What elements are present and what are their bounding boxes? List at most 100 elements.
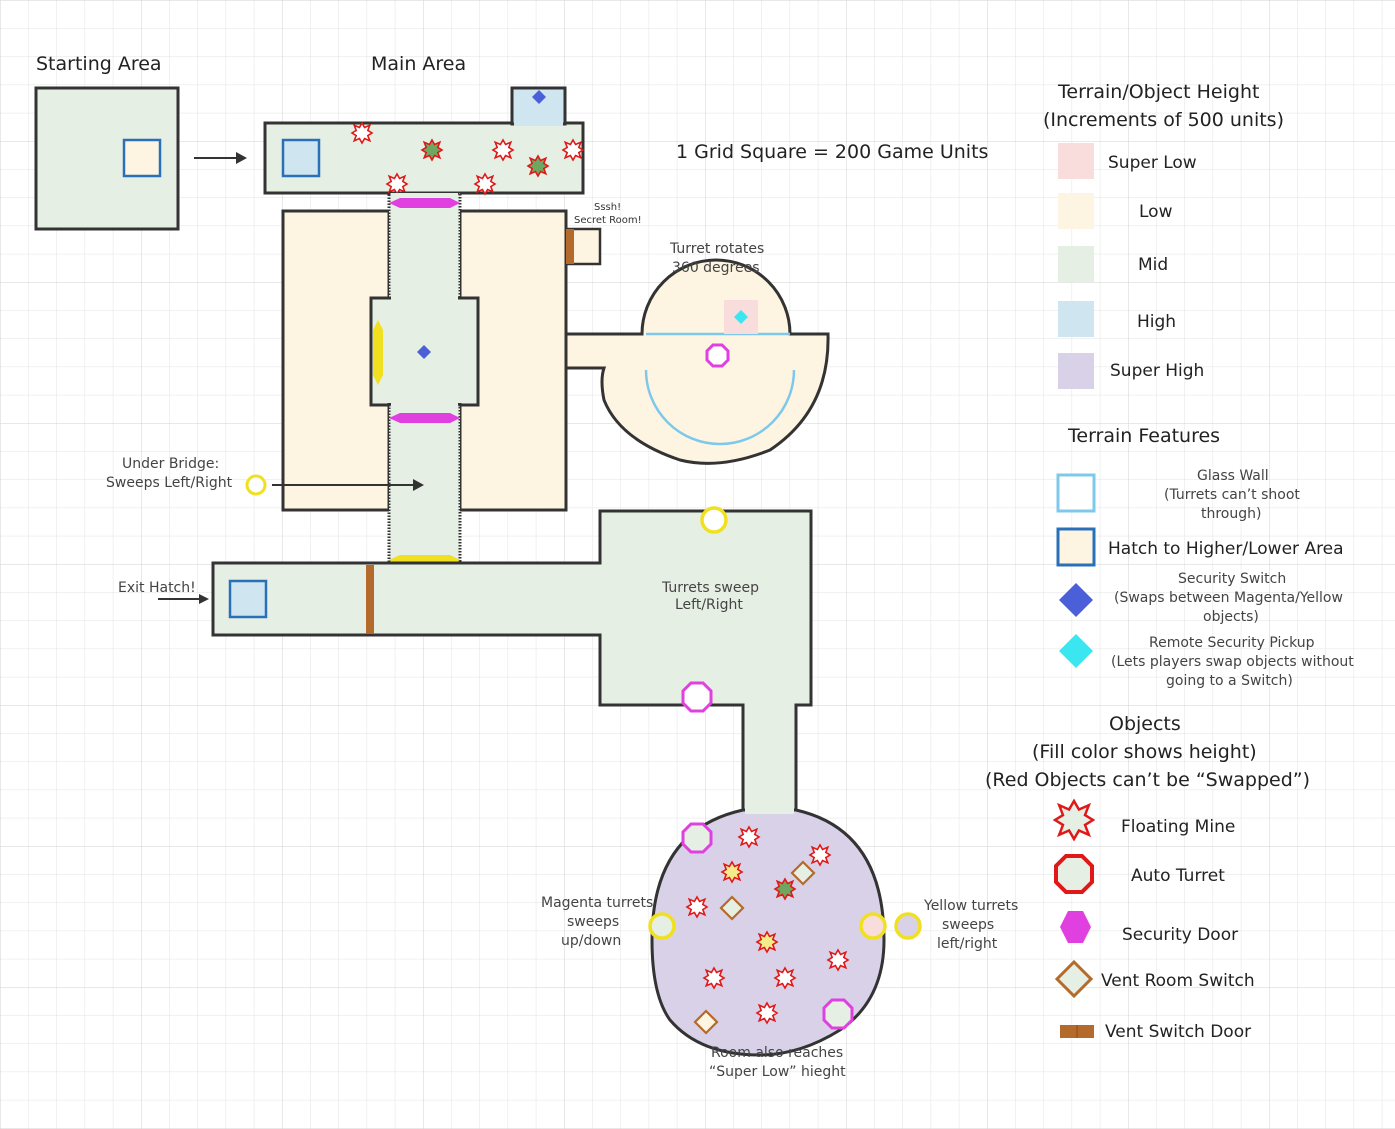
legend-swatch-super-low bbox=[1058, 143, 1094, 179]
vent-turret-magenta-2[interactable] bbox=[822, 998, 854, 1030]
legend-features-title: Terrain Features bbox=[1067, 425, 1220, 447]
yellow-turrets-note-3: left/right bbox=[937, 936, 998, 952]
security-door-yellow-side[interactable] bbox=[373, 320, 383, 385]
vent-mine-3 bbox=[721, 861, 743, 883]
legend: Terrain/Object Height (Increments of 500… bbox=[985, 81, 1354, 1042]
vent-door-exit[interactable] bbox=[366, 565, 374, 634]
legend-label-high: High bbox=[1137, 312, 1176, 332]
exit-hatch[interactable] bbox=[228, 579, 268, 619]
secret-room-note-2: Secret Room! bbox=[574, 215, 642, 226]
starting-hatch[interactable] bbox=[122, 138, 162, 178]
starting-area-title: Starting Area bbox=[36, 53, 162, 75]
legend-security-switch-icon bbox=[1059, 583, 1093, 617]
glass-wall-arc bbox=[644, 332, 796, 446]
under-bridge-arrow-head bbox=[413, 479, 424, 491]
vent-room-entrance bbox=[745, 800, 794, 814]
legend-remote-pickup-icon bbox=[1059, 634, 1093, 668]
legend-swatch-super-high bbox=[1058, 353, 1094, 389]
legend-glass-wall-3: through) bbox=[1201, 506, 1261, 522]
vent-switch-1[interactable] bbox=[790, 860, 816, 886]
magenta-turrets-note-1: Magenta turrets bbox=[541, 895, 653, 911]
magenta-turrets-note-2: sweeps bbox=[567, 914, 619, 930]
vent-mine-1 bbox=[738, 826, 760, 848]
legend-floating-mine-label: Floating Mine bbox=[1121, 817, 1235, 837]
under-bridge-note-1: Under Bridge: bbox=[122, 456, 219, 472]
security-switch-top[interactable] bbox=[532, 90, 546, 104]
vent-turret-yellow-left[interactable] bbox=[648, 912, 676, 940]
room-reaches-note-1: Room also reaches bbox=[711, 1045, 843, 1061]
security-door-magenta-2[interactable] bbox=[389, 413, 460, 423]
vent-switch-3[interactable] bbox=[693, 1009, 719, 1035]
legend-vent-room-switch-label: Vent Room Switch bbox=[1101, 971, 1255, 991]
vent-mine-7 bbox=[827, 949, 849, 971]
legend-objects-title-2: (Fill color shows height) bbox=[1032, 741, 1257, 763]
turret-room bbox=[564, 258, 830, 465]
exit-hatch-note: Exit Hatch! bbox=[118, 580, 196, 596]
vent-switch-2[interactable] bbox=[719, 895, 745, 921]
scale-note: 1 Grid Square = 200 Game Units bbox=[676, 141, 988, 163]
mine-top-5 bbox=[562, 139, 584, 161]
security-door-magenta-1[interactable] bbox=[389, 198, 460, 208]
security-switch-center[interactable] bbox=[417, 345, 431, 359]
mine-top-2 bbox=[421, 139, 443, 161]
legend-label-super-low: Super Low bbox=[1108, 153, 1197, 173]
legend-label-super-high: Super High bbox=[1110, 361, 1204, 381]
vent-mine-2 bbox=[809, 844, 831, 866]
vent-mine-8 bbox=[703, 967, 725, 989]
turret-rotates-note-1: Turret rotates bbox=[669, 241, 764, 257]
yellow-turrets-note-1: Yellow turrets bbox=[923, 898, 1018, 914]
main-area-title: Main Area bbox=[371, 53, 466, 75]
legend-floating-mine-icon bbox=[1052, 798, 1096, 842]
legend-objects-title-3: (Red Objects can’t be “Swapped”) bbox=[985, 769, 1310, 791]
legend-label-mid: Mid bbox=[1138, 255, 1168, 275]
turret-magenta-east-room[interactable] bbox=[681, 681, 713, 713]
vent-mine-9 bbox=[774, 967, 796, 989]
room-reaches-note-2: “Super Low” hieght bbox=[709, 1064, 846, 1080]
legend-glass-wall-2: (Turrets can’t shoot bbox=[1164, 487, 1300, 503]
turret-under-bridge[interactable] bbox=[245, 474, 267, 496]
vent-door-secret[interactable] bbox=[566, 229, 574, 264]
legend-objects-title-1: Objects bbox=[1109, 713, 1181, 735]
remote-pickup[interactable] bbox=[734, 310, 748, 324]
mine-top-1 bbox=[351, 122, 373, 144]
legend-security-switch-1: Security Switch bbox=[1178, 571, 1286, 587]
legend-glass-wall-icon bbox=[1056, 473, 1096, 513]
secret-room-note-1: Sssh! bbox=[594, 202, 621, 213]
turret-yellow-east-room[interactable] bbox=[700, 506, 728, 534]
vent-turret-magenta-1[interactable] bbox=[681, 822, 713, 854]
legend-remote-pickup-2: (Lets players swap objects without bbox=[1111, 654, 1354, 670]
legend-remote-pickup-1: Remote Security Pickup bbox=[1149, 635, 1315, 651]
mine-top-7 bbox=[474, 173, 496, 195]
legend-security-door-icon bbox=[1060, 911, 1091, 943]
high-alcove-fill bbox=[514, 118, 563, 126]
legend-hatch-icon bbox=[1056, 527, 1096, 567]
legend-security-door-label: Security Door bbox=[1122, 925, 1238, 945]
legend-height-title-1: Terrain/Object Height bbox=[1057, 81, 1259, 103]
mine-top-4 bbox=[527, 155, 549, 177]
turret-rotates-note-2: 360 degrees bbox=[672, 260, 760, 276]
legend-auto-turret-label: Auto Turret bbox=[1131, 866, 1225, 886]
vent-mine-10 bbox=[756, 1002, 778, 1024]
vent-turret-yellow-right-2[interactable] bbox=[894, 912, 922, 940]
vent-mine-5 bbox=[686, 896, 708, 918]
yellow-turrets-note-2: sweeps bbox=[942, 917, 994, 933]
legend-vent-room-switch-icon bbox=[1054, 959, 1094, 999]
legend-security-switch-2: (Swaps between Magenta/Yellow bbox=[1114, 590, 1343, 606]
vent-mine-4 bbox=[774, 878, 796, 900]
legend-hatch-label: Hatch to Higher/Lower Area bbox=[1108, 539, 1344, 559]
turrets-sweep-note-1: Turrets sweep bbox=[661, 580, 759, 596]
legend-swatch-mid bbox=[1058, 246, 1094, 282]
legend-vent-switch-door-label: Vent Switch Door bbox=[1105, 1022, 1251, 1042]
legend-auto-turret-icon bbox=[1054, 854, 1094, 894]
turret-rotating[interactable] bbox=[705, 343, 730, 368]
start-arrow-head bbox=[236, 152, 247, 164]
legend-label-low: Low bbox=[1139, 202, 1173, 222]
magenta-turrets-note-3: up/down bbox=[561, 933, 621, 949]
mine-top-6 bbox=[386, 173, 408, 195]
legend-security-switch-3: objects) bbox=[1203, 609, 1259, 625]
turrets-sweep-note-2: Left/Right bbox=[675, 597, 743, 613]
vent-turret-yellow-right-1[interactable] bbox=[859, 912, 887, 940]
vent-mine-6 bbox=[756, 931, 778, 953]
main-hatch[interactable] bbox=[281, 138, 321, 178]
